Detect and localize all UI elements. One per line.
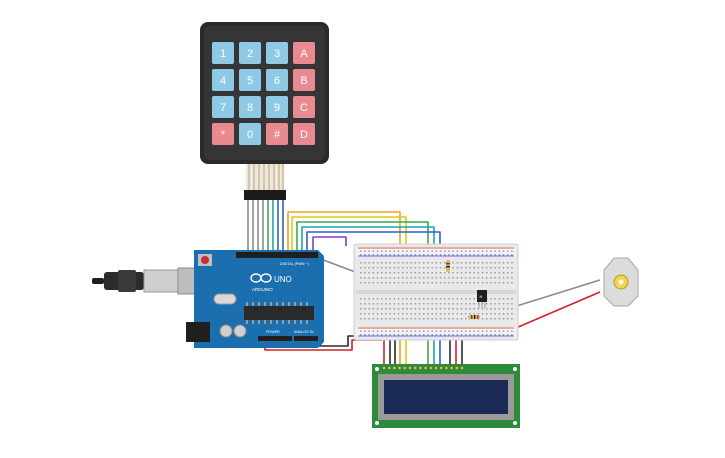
- arduino-pcb: [194, 250, 324, 348]
- keypad-key[interactable]: 4: [212, 69, 234, 91]
- keypad-key[interactable]: 7: [212, 96, 234, 118]
- arduino-analog-header: [294, 336, 318, 341]
- keypad-key-label: *: [221, 129, 226, 141]
- keypad-key-cap: [212, 42, 234, 64]
- lcd-mount-hole: [513, 421, 517, 425]
- keypad-key[interactable]: A: [293, 42, 315, 64]
- chip-pins: [246, 302, 308, 324]
- keypad-key-label: 3: [274, 48, 280, 60]
- arduino-digital-header: [236, 252, 318, 258]
- transistor[interactable]: N: [477, 290, 487, 308]
- usb-plug-grip: [118, 270, 136, 292]
- keypad-key-cap: [266, 96, 288, 118]
- lcd-16x2[interactable]: [372, 364, 520, 428]
- keypad-key[interactable]: 9: [266, 96, 288, 118]
- arduino-brand-label: ARDUINO: [252, 287, 273, 292]
- keypad-key-cap: [266, 69, 288, 91]
- keypad-key-label: 7: [220, 102, 226, 114]
- atmega-chip: [244, 306, 314, 320]
- arduino-logo: [250, 273, 272, 283]
- usb-cable-end: [92, 278, 104, 284]
- arduino-digital-label: DIGITAL (PWM ~): [280, 262, 309, 266]
- keypad-key-label: 6: [274, 75, 280, 87]
- keypad-key-label: C: [300, 102, 308, 114]
- lcd-wire-purple[interactable]: [312, 236, 347, 252]
- transistor-label: N: [480, 294, 483, 299]
- keypad-key[interactable]: 2: [239, 42, 261, 64]
- arduino-uno-board[interactable]: UNO ARDUINO DIGITAL (PWM ~) POWER ANALOG…: [186, 250, 324, 348]
- dc-motor[interactable]: [603, 257, 639, 307]
- keypad-key-label: 5: [247, 75, 253, 87]
- arduino-model-label: UNO: [274, 275, 292, 284]
- keypad-key-cap: [293, 69, 315, 91]
- usb-cable[interactable]: [92, 267, 199, 295]
- lcd-mount-hole: [375, 421, 379, 425]
- resistor-2[interactable]: [446, 260, 450, 272]
- lcd-screen: [384, 380, 508, 414]
- breadboard-holes: [360, 250, 513, 336]
- keypad-key-label: 1: [220, 48, 226, 60]
- keypad-key[interactable]: D: [293, 123, 315, 145]
- lcd-mount-hole: [513, 367, 517, 371]
- arduino-analog-label: ANALOG IN: [294, 330, 314, 334]
- keypad-key-label: B: [300, 75, 307, 87]
- keypad-key-cap: [293, 96, 315, 118]
- arduino-power-label: POWER: [266, 330, 280, 334]
- keypad-key[interactable]: 1: [212, 42, 234, 64]
- keypad-key[interactable]: #: [266, 123, 288, 145]
- keypad-key[interactable]: 3: [266, 42, 288, 64]
- breadboard[interactable]: N: [353, 243, 519, 341]
- keypad-key-label: 2: [247, 48, 253, 60]
- keypad-connector: [244, 190, 286, 200]
- keypad-key-cap: [266, 42, 288, 64]
- dc-power-jack: [186, 322, 210, 342]
- lcd-mount-hole: [375, 367, 379, 371]
- keypad-key-cap: [212, 96, 234, 118]
- keypad-key-label: A: [300, 48, 308, 60]
- keypad-key[interactable]: 6: [266, 69, 288, 91]
- keypad-key-label: #: [274, 129, 281, 141]
- keypad-key[interactable]: B: [293, 69, 315, 91]
- reset-button[interactable]: [201, 256, 209, 264]
- lcd-pin-header: [382, 366, 464, 370]
- motor-shaft: [618, 279, 624, 285]
- keypad-key[interactable]: C: [293, 96, 315, 118]
- keypad-key-cap: [293, 123, 315, 145]
- keypad-key[interactable]: 0: [239, 123, 261, 145]
- capacitor-2: [233, 324, 247, 338]
- capacitor-1: [219, 324, 233, 338]
- arduino-power-header: [258, 336, 292, 341]
- keypad-key-cap: [239, 42, 261, 64]
- keypad-key-cap: [212, 69, 234, 91]
- keypad-key-label: 9: [274, 102, 280, 114]
- keypad-key-label: 4: [220, 75, 226, 87]
- keypad-key[interactable]: *: [212, 123, 234, 145]
- keypad-ribbon: [246, 164, 284, 190]
- keypad-key-cap: [266, 123, 288, 145]
- resistor[interactable]: [468, 315, 480, 319]
- keypad-key[interactable]: 5: [239, 69, 261, 91]
- keypad-key-cap: [239, 123, 261, 145]
- keypad-key-label: 8: [247, 102, 253, 114]
- keypad-key-label: D: [300, 129, 308, 141]
- keypad-key-cap: [293, 42, 315, 64]
- keypad-key-label: 0: [247, 129, 253, 141]
- keypad-key[interactable]: 8: [239, 96, 261, 118]
- keypad-key-cap: [239, 69, 261, 91]
- voltage-regulator: [213, 293, 237, 305]
- keypad-4x4[interactable]: 1 2 3 A 4 5 6 B 7 8 9 C * 0 # D: [200, 22, 329, 200]
- keypad-key-cap: [212, 123, 234, 145]
- keypad-key-cap: [239, 96, 261, 118]
